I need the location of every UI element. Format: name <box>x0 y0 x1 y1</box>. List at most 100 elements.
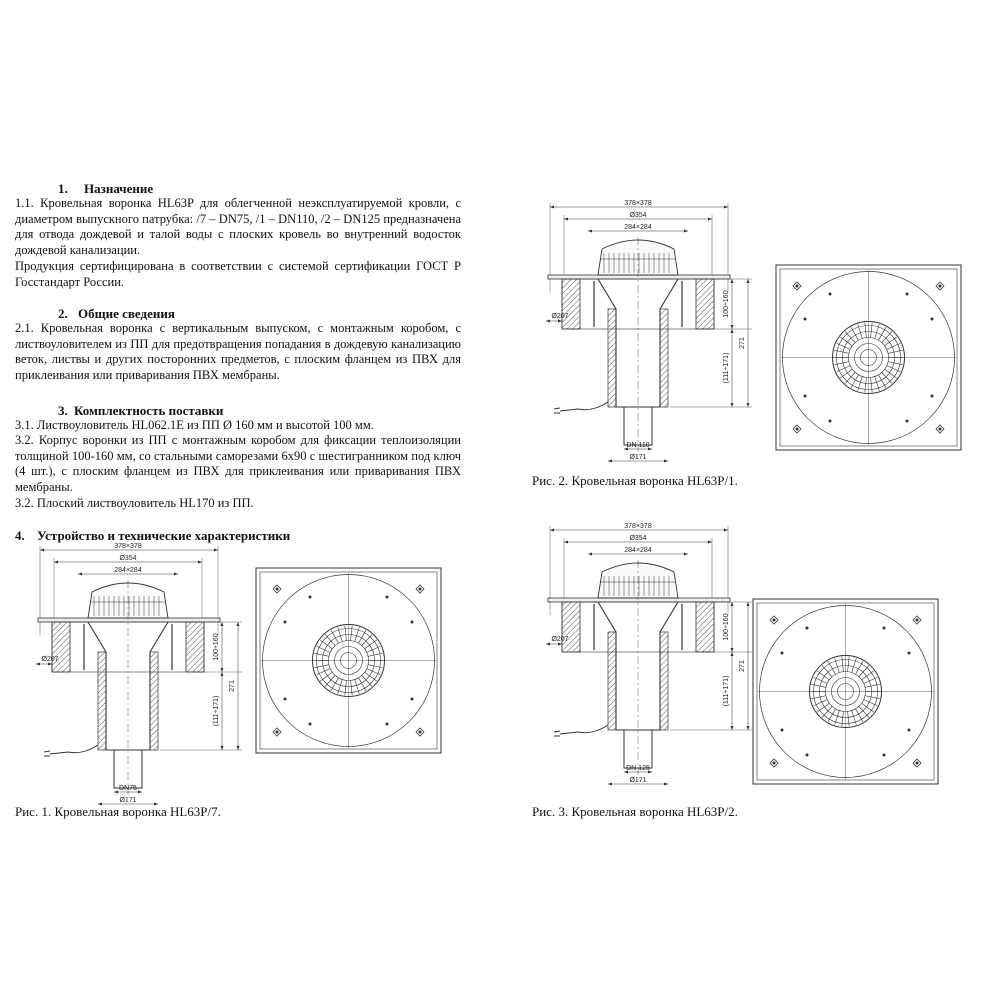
arrowhead <box>746 403 750 407</box>
plan-leaf-guard-ring <box>832 321 905 394</box>
plan-corner-screw-dot <box>772 618 776 622</box>
plan-leaf-guard-rib <box>878 327 887 341</box>
plan-leaf-guard-rib <box>850 327 859 341</box>
plan-corner-screw-dot <box>418 730 422 734</box>
arrowhead <box>236 622 240 626</box>
dimension-label: 284×284 <box>114 567 142 574</box>
plan-leaf-guard-rib <box>884 369 897 379</box>
plan-leaf-guard-ring <box>854 343 883 372</box>
section-number: 2. <box>58 306 68 321</box>
plan-leaf-guard-rib <box>817 670 830 680</box>
arrowhead <box>550 205 554 209</box>
dimension-label: 271 <box>739 337 746 349</box>
paragraph-1-1: 1.1. Кровельная воронка HL63P для облегч… <box>15 196 461 257</box>
plan-leaf-guard-ring <box>340 652 357 669</box>
arrowhead <box>746 602 750 606</box>
section-1-heading: 1.Назначение <box>58 181 153 196</box>
plan-leaf-guard-rib <box>836 365 851 373</box>
plan-corner-screw <box>792 281 802 291</box>
plan-leaf-guard-rib <box>865 683 880 688</box>
arrowhead <box>546 642 550 646</box>
plan-leaf-guard-rib <box>364 672 377 682</box>
plan-leaf-guard-rib <box>864 377 867 393</box>
arrowhead <box>564 540 568 544</box>
flange-plate <box>547 274 731 280</box>
paragraph-3-3: 3.2. Плоский листвоуловитель HL170 из ПП… <box>15 496 254 510</box>
arrowhead <box>730 726 734 730</box>
arrowhead <box>724 528 728 532</box>
plan-leaf-guard-rib <box>858 706 870 718</box>
section-number: 4. <box>15 528 25 543</box>
dimension-label: Ø354 <box>119 555 136 562</box>
plan-leaf-guard-rib <box>841 656 844 672</box>
plan-corner-screw <box>769 615 779 625</box>
plan-leaf-guard-rib <box>870 377 873 393</box>
plan-leaf-guard-rib <box>888 349 903 354</box>
plan-corner-screw-dot <box>275 730 279 734</box>
dimension-label: Ø171 <box>629 454 646 461</box>
plan-leaf-guard-rib <box>886 365 901 373</box>
funnel-wall-right <box>149 651 159 751</box>
plan-corner-screw-dot <box>795 427 799 431</box>
arrowhead <box>608 782 612 786</box>
arrowhead <box>684 552 688 556</box>
dimension-label: DN75 <box>119 785 137 792</box>
arrowhead <box>708 217 712 221</box>
plan-leaf-guard-rib <box>855 661 864 675</box>
plan-corner-screw-dot <box>275 587 279 591</box>
heating-cable-end <box>553 730 561 733</box>
arrowhead <box>624 770 628 774</box>
arrowhead <box>708 540 712 544</box>
insulation-box-left <box>561 278 581 330</box>
plan-leaf-guard-rib <box>844 331 856 343</box>
plan-leaf-guard-rib <box>834 361 849 366</box>
arrowhead <box>588 229 592 233</box>
figure-2-plan-drawing <box>775 264 962 451</box>
plan-corner-screw-dot <box>915 761 919 765</box>
plan-leaf-guard-rib <box>847 711 850 727</box>
arrowhead <box>40 548 44 552</box>
dimension-label: 284×284 <box>624 547 652 554</box>
figure-3-plan-drawing <box>752 598 939 785</box>
dimension-label: 378×378 <box>624 200 652 207</box>
plan-leaf-guard-rib <box>878 374 887 388</box>
plan-leaf-guard-rib <box>881 372 893 384</box>
plan-corner-screw <box>935 281 945 291</box>
dimension-label: Ø171 <box>119 797 136 804</box>
plan-leaf-guard-rib <box>874 376 880 391</box>
plan-leaf-guard-rib <box>354 627 360 642</box>
heating-cable-end <box>43 750 51 753</box>
plan-leaf-guard-rib <box>320 639 333 649</box>
plan-leaf-guard-rib <box>324 675 336 687</box>
plan-fixing-hole <box>283 697 287 701</box>
arrowhead <box>98 802 102 806</box>
arrowhead <box>564 217 568 221</box>
paragraph-1-cert: Продукция сертифицирована в соответствии… <box>15 259 461 289</box>
plan-corner-screw <box>792 424 802 434</box>
plan-leaf-guard-rib <box>350 680 353 696</box>
plan-fixing-hole <box>805 753 809 757</box>
plan-leaf-guard-rib <box>884 336 897 346</box>
plan-fixing-hole <box>828 419 832 423</box>
section-2-heading: 2.Общие сведения <box>58 306 175 321</box>
plan-leaf-guard-rib <box>344 680 347 696</box>
plan-leaf-guard-rib <box>350 625 353 641</box>
arrowhead <box>220 746 224 750</box>
plan-leaf-guard-rib <box>361 634 373 646</box>
section-4-heading: 4.Устройство и технические характеристик… <box>15 528 290 543</box>
arrowhead <box>174 572 178 576</box>
plan-fixing-hole <box>410 697 414 701</box>
arrowhead <box>624 447 628 451</box>
plan-leaf-guard-rib <box>821 665 833 677</box>
plan-leaf-guard-rib <box>861 670 874 680</box>
plan-corner-screw <box>272 584 282 594</box>
plan-leaf-guard-rib <box>827 661 836 675</box>
arrowhead <box>220 668 224 672</box>
arrowhead <box>220 672 224 676</box>
plan-fixing-hole <box>805 626 809 630</box>
plan-fixing-hole <box>308 722 312 726</box>
arrowhead <box>114 790 118 794</box>
plan-leaf-guard-rib <box>850 374 859 388</box>
plan-leaf-guard-rib <box>330 630 339 644</box>
arrowhead <box>214 548 218 552</box>
